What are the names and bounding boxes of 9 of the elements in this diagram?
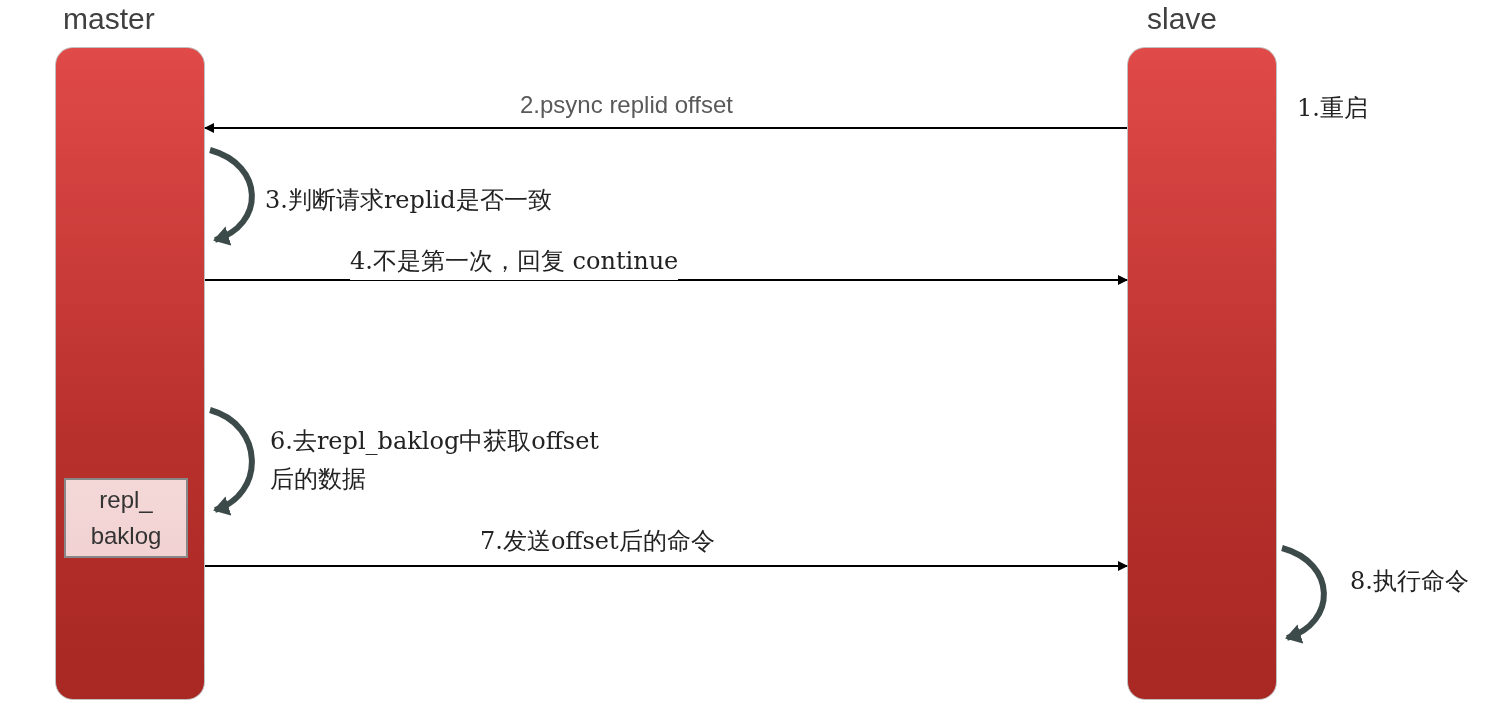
message-arrow	[204, 561, 1128, 571]
message-arrow	[204, 275, 1128, 285]
self-arrow	[208, 407, 255, 514]
participant-title: master	[63, 2, 155, 36]
buffer-box: repl_ baklog	[64, 478, 188, 558]
message-arrow	[204, 123, 1128, 133]
participant-title: slave	[1147, 2, 1218, 36]
self-arrow	[1280, 545, 1327, 642]
self-arrow	[208, 147, 255, 244]
